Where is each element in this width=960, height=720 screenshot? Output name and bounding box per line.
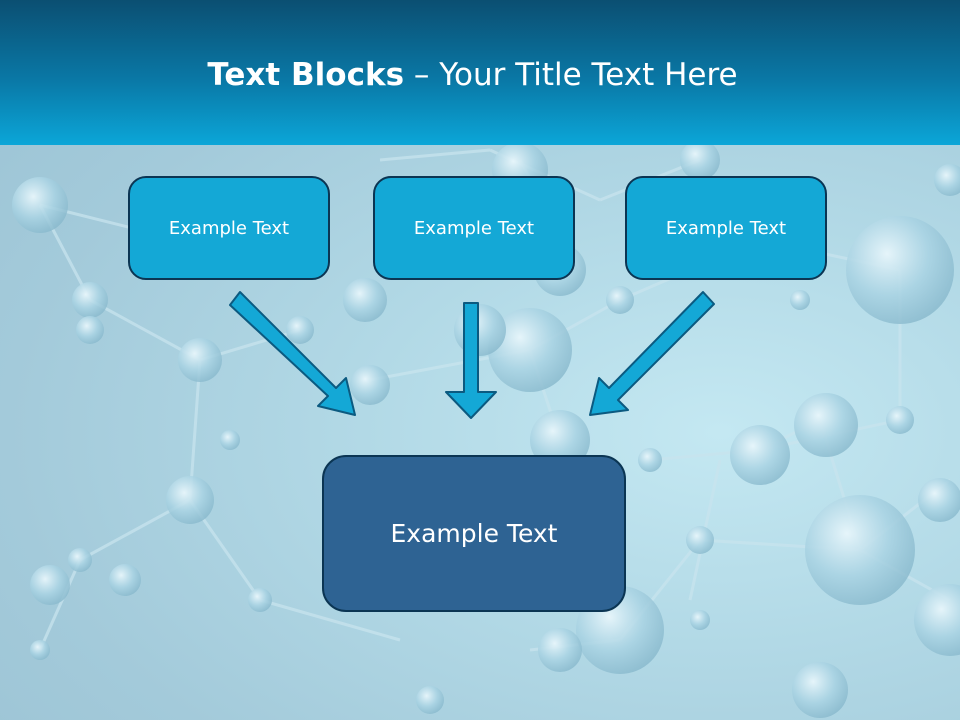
arrow-down-right-icon	[229, 291, 356, 416]
arrow-down-left-icon	[589, 291, 715, 416]
title-bold-part: Text Blocks	[207, 57, 405, 93]
text-block-right[interactable]: Example Text	[625, 176, 827, 280]
slide-title: Text Blocks – Your Title Text Here	[0, 52, 945, 98]
title-bar: Text Blocks – Your Title Text Here	[0, 0, 960, 145]
arrow-down-icon	[445, 302, 497, 419]
title-regular-part: – Your Title Text Here	[404, 57, 738, 93]
text-block-center[interactable]: Example Text	[373, 176, 575, 280]
text-block-main[interactable]: Example Text	[322, 455, 626, 612]
text-block-left[interactable]: Example Text	[128, 176, 330, 280]
